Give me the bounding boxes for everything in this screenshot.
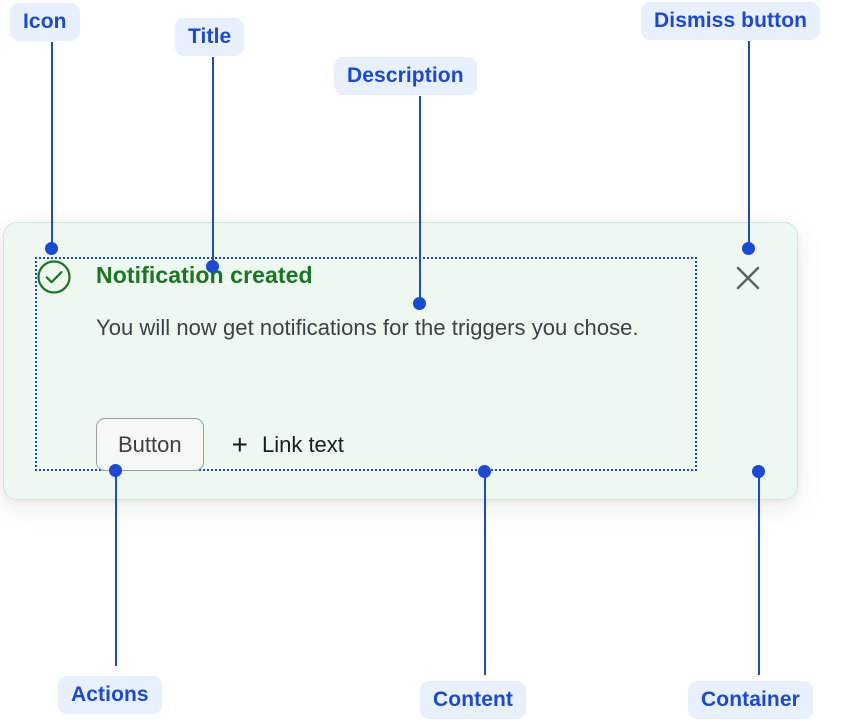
connector-dot-container [752,465,765,478]
annotation-chip-dismiss-button: Dismiss button [641,2,821,40]
annotation-chip-actions: Actions [58,676,162,714]
connector-line-description [419,96,421,303]
connector-dot-dismiss [742,242,755,255]
notification-title: Notification created [96,262,313,288]
connector-line-container [758,474,760,675]
plus-icon: + [231,428,248,460]
notification-description: You will now get notifications for the t… [96,315,639,340]
dismiss-button[interactable] [732,262,764,294]
annotation-chip-content: Content [420,681,527,719]
close-icon [736,266,760,290]
connector-dot-content [478,465,491,478]
action-button[interactable]: Button [96,418,204,471]
check-circle-icon [36,259,72,295]
connector-line-title [212,57,214,265]
connector-line-icon [51,42,53,248]
connector-dot-actions [109,464,122,477]
content-region-outline [35,257,697,471]
annotation-chip-container: Container [688,681,813,719]
connector-line-content [484,474,486,675]
connector-dot-title [206,260,219,273]
connector-line-actions [115,470,117,666]
connector-dot-icon [45,242,58,255]
annotation-chip-description: Description [334,57,477,95]
annotation-chip-title: Title [175,18,245,56]
connector-dot-description [413,297,426,310]
notification-actions: Button + Link text [96,418,344,471]
link-action-label: Link text [261,431,344,457]
connector-line-dismiss [748,41,750,247]
link-action[interactable]: + Link text [231,428,344,460]
annotation-chip-icon: Icon [10,3,80,41]
